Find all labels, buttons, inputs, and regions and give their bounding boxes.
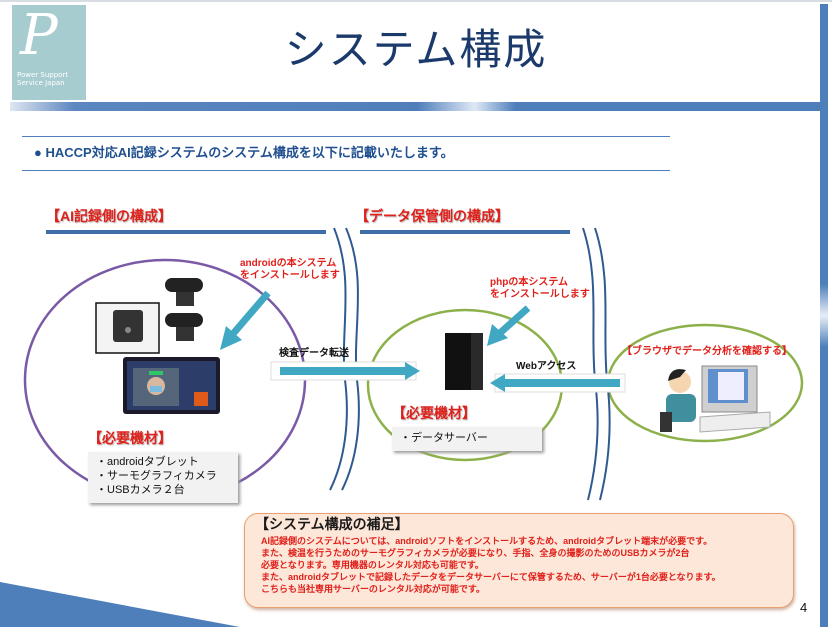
android-tablet-image [123, 357, 220, 414]
ai-install-note-line-2: をインストールします [240, 270, 340, 281]
note-line: また、androidタブレットで記録したデータをデータサーバーにて保管するため、… [261, 572, 721, 582]
page-title: システム構成 [284, 25, 548, 74]
data-install-note-line-1: phpの本システム [490, 277, 569, 288]
thermography-camera-image [95, 302, 160, 354]
browser-label: 【ブラウザでデータ分析を確認する】 [622, 346, 792, 357]
transfer-label: 検査データ転送 [279, 348, 349, 359]
data-equipment-title: 【必要機材】 [392, 405, 476, 421]
data-equipment-item: ・データサーバー [400, 432, 488, 444]
web-access-label: Webアクセス [516, 361, 577, 372]
data-server-image [445, 333, 483, 390]
separator-line-3 [582, 227, 599, 501]
header-bar [10, 102, 825, 111]
data-equipment-list: ・データサーバー [392, 427, 542, 451]
data-section-title: 【データ保管側の構成】 [355, 208, 509, 224]
corner-triangle [0, 582, 240, 627]
note-line: また、検温を行うためのサーモグラフィカメラが必要になり、手指、全身の撮影のための… [261, 548, 690, 558]
browser-user-illustration [660, 365, 771, 433]
note-line: AI記録側のシステムについては、androidソフトをインストールするため、an… [261, 536, 713, 546]
supplement-note: 【システム構成の補足】 AI記録側のシステムについては、androidソフトをイ… [244, 513, 794, 608]
note-line: 必要となります。専用機器のレンタル対応も可能です。 [261, 560, 484, 570]
company-logo: P Power Support Service Japan [12, 5, 86, 100]
ai-section-underline [46, 230, 326, 234]
ai-equipment-item: ・サーモグラフィカメラ [96, 470, 217, 482]
top-border [0, 0, 832, 2]
usb-camera-image-2 [165, 313, 203, 341]
note-title: 【システム構成の補足】 [255, 516, 409, 532]
data-install-note-line-2: をインストールします [490, 289, 590, 300]
usb-camera-image-1 [165, 278, 203, 306]
separator-line-4 [594, 227, 611, 501]
data-section-underline [360, 230, 570, 234]
logo-letter: P [20, 5, 58, 68]
ai-equipment-item: ・USBカメラ２台 [96, 484, 185, 496]
ai-equipment-title: 【必要機材】 [88, 430, 172, 446]
install-arrow-data [487, 305, 531, 346]
ai-install-note: androidの本システム をインストールします [240, 258, 340, 282]
ai-equipment-list: ・androidタブレット ・サーモグラフィカメラ ・USBカメラ２台 [88, 452, 238, 503]
install-arrow-ai [220, 290, 271, 350]
intro-top-line [22, 136, 670, 137]
page-number: 4 [800, 600, 808, 615]
intro-bottom-line [22, 170, 670, 171]
web-access-arrow [490, 373, 626, 393]
right-bar [820, 4, 828, 627]
transfer-arrow [270, 361, 420, 381]
note-line: こちらも当社専用サーバーのレンタル対応が可能です。 [261, 584, 486, 594]
intro-text: ● HACCP対応AI記録システムのシステム構成を以下に記載いたします。 [34, 145, 454, 160]
data-install-note: phpの本システム をインストールします [490, 277, 590, 301]
ai-section-title: 【AI記録側の構成】 [46, 208, 172, 224]
logo-text: Power Support Service Japan [17, 71, 69, 87]
ai-install-note-line-1: androidの本システム [240, 258, 337, 269]
ai-equipment-item: ・androidタブレット [96, 456, 199, 468]
